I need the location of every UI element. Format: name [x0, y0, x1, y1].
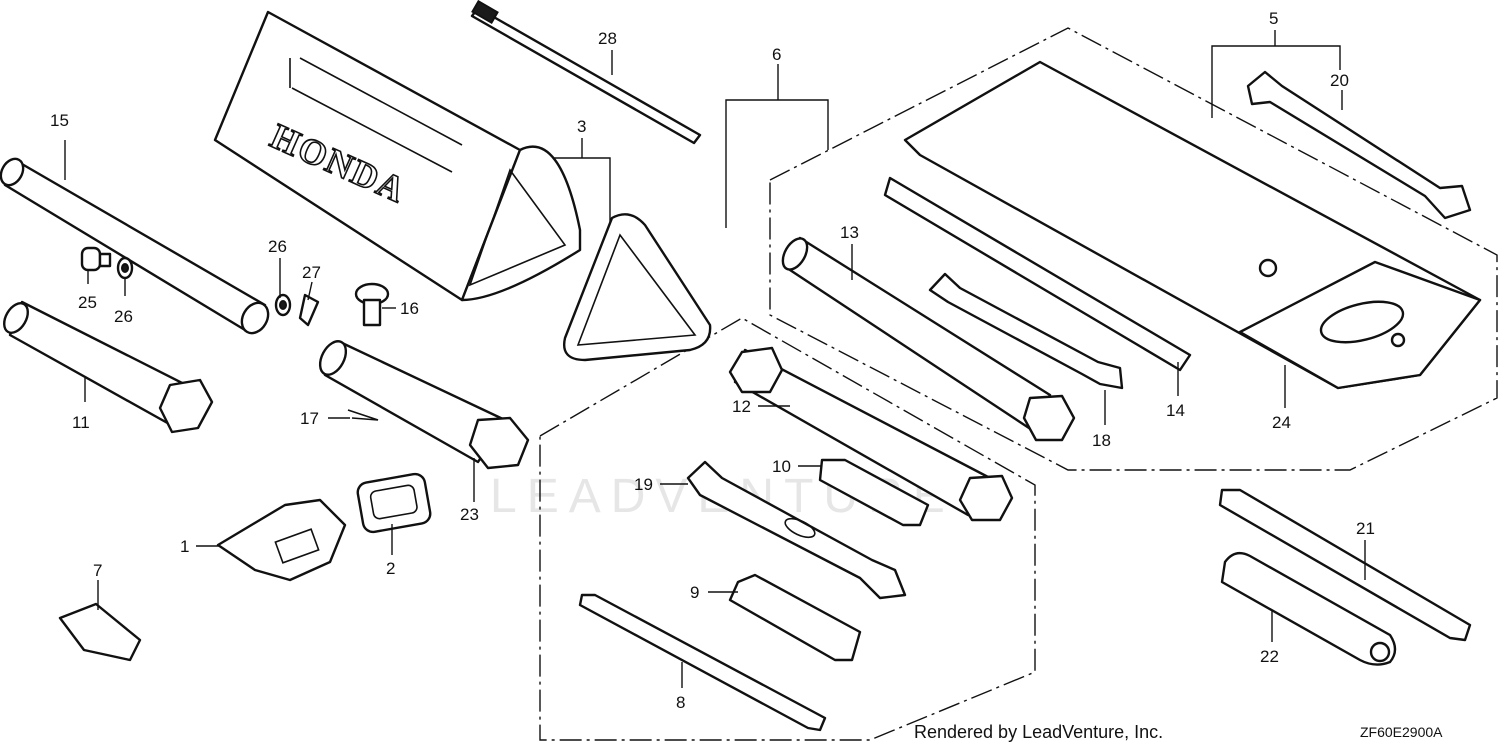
callout-17: 17 [300, 409, 319, 428]
part-19-wrench [686, 460, 907, 600]
callout-11: 11 [72, 413, 90, 432]
callout-7: 7 [93, 561, 102, 580]
diagram-code: ZF60E2900A [1360, 724, 1443, 740]
callout-8: 8 [676, 693, 685, 712]
callout-9: 9 [690, 583, 699, 602]
part-25-bolt [80, 246, 112, 272]
callout-5: 5 [1269, 9, 1278, 28]
bracket-6 [725, 64, 829, 228]
part-14-rod [883, 176, 1192, 372]
callout-28: 28 [598, 29, 617, 48]
tool-bag-group-outline [769, 27, 1498, 471]
callout-24: 24 [1272, 413, 1291, 432]
part-27-pin [298, 293, 320, 327]
part-15-tube [0, 157, 270, 335]
part-13-tube [781, 236, 1076, 442]
callout-27: 27 [302, 263, 321, 282]
part-1-bracket [216, 498, 347, 582]
tool-case-cap [563, 213, 712, 362]
callout-20: 20 [1330, 71, 1349, 90]
callout-18: 18 [1092, 431, 1111, 450]
part-9-screwdriver [728, 573, 862, 662]
callouts: 15 25 26 26 27 16 17 11 23 1 2 7 28 3 6 … [50, 9, 1375, 712]
part-21-screwdriver-shaft [1218, 488, 1472, 642]
callout-12: 12 [732, 397, 751, 416]
part-12-tube [728, 346, 1014, 522]
callout-3: 3 [577, 117, 586, 136]
part-26-washer-2 [274, 293, 292, 317]
part-22-screwdriver-handle [1220, 551, 1397, 666]
tool-case: HONDA [213, 10, 582, 302]
callout-19: 19 [634, 475, 653, 494]
callout-23: 23 [460, 505, 479, 524]
part-18-wrench [928, 272, 1124, 390]
part-2-pad [356, 472, 432, 534]
callout-26-right: 26 [268, 237, 287, 256]
part-20-wrench [1246, 70, 1472, 220]
rendered-by-text: Rendered by LeadVenture, Inc. [914, 722, 1163, 742]
part-10-handle [818, 458, 930, 527]
part-24-tool-bag [903, 60, 1482, 390]
callout-21: 21 [1356, 519, 1375, 538]
bracket-5 [1211, 30, 1341, 118]
callout-1: 1 [180, 537, 189, 556]
callout-25: 25 [78, 293, 97, 312]
part-26-washer [116, 256, 134, 280]
callout-14: 14 [1166, 401, 1185, 420]
callout-2: 2 [386, 559, 395, 578]
part-17-clip [347, 409, 379, 421]
callout-6: 6 [772, 45, 781, 64]
callout-10: 10 [772, 457, 791, 476]
callout-16: 16 [400, 299, 419, 318]
leader-lines [64, 50, 1366, 688]
part-11-box-wrench [3, 300, 214, 434]
tool-set-group-outline [539, 317, 1036, 741]
part-23-tube-hex [318, 340, 530, 470]
callout-26-left: 26 [114, 307, 133, 326]
part-16-pin [354, 282, 390, 327]
callout-15: 15 [50, 111, 69, 130]
callout-13: 13 [840, 223, 859, 242]
part-8-screwdriver-shaft [578, 593, 827, 732]
part-28-screwdriver-shaft [470, 0, 702, 145]
part-7-label [58, 602, 142, 662]
callout-22: 22 [1260, 647, 1279, 666]
